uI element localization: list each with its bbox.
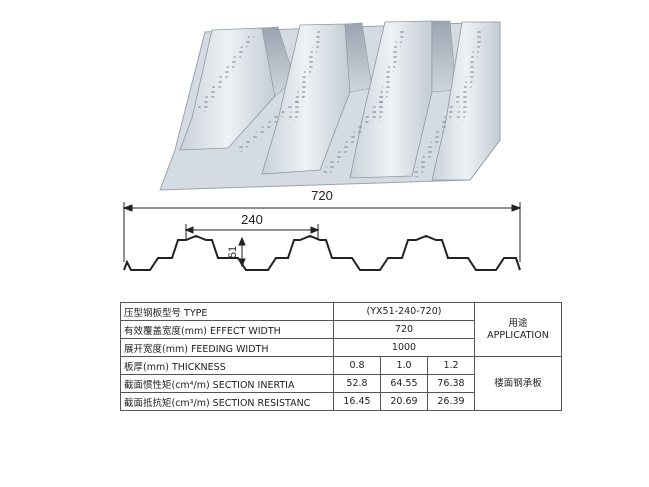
inertia-value: 52.8 (333, 374, 381, 393)
pitch-dimension-label: 240 (241, 212, 263, 227)
type-label: 压型钢板型号 TYPE (120, 302, 334, 321)
resistance-label: 截面抵抗矩(cm³/m) SECTION RESISTANC (120, 392, 334, 411)
feeding-width-value: 1000 (333, 338, 475, 357)
effect-width-value: 720 (333, 320, 475, 339)
pitch-dimension (184, 224, 320, 240)
application-header-zh: 用途 (508, 317, 528, 329)
thickness-label: 板厚(mm) THICKNESS (120, 356, 334, 375)
application-value: 楼面钢承板 (474, 356, 562, 411)
height-dimension-label: 51 (227, 246, 239, 258)
deck-rib-1 (179, 26, 296, 151)
resistance-value: 26.39 (427, 392, 475, 411)
resistance-value: 20.69 (380, 392, 428, 411)
resistance-value: 16.45 (333, 392, 381, 411)
width-dimension (122, 202, 522, 262)
table-row: 截面惯性矩(cm⁴/m) SECTION INERTIA 52.8 64.55 … (120, 374, 562, 393)
inertia-value: 64.55 (380, 374, 428, 393)
width-dimension-label: 720 (311, 188, 333, 203)
deck-illustration: 720 240 51 (122, 20, 522, 271)
table-row: 板厚(mm) THICKNESS 0.8 1.0 1.2 楼面钢承板 (120, 356, 562, 411)
thickness-value: 1.0 (380, 356, 428, 375)
type-value: (YX51-240-720) (333, 302, 475, 321)
effect-width-label: 有效覆盖宽度(mm) EFFECT WIDTH (120, 320, 334, 339)
table-row: 截面抵抗矩(cm³/m) SECTION RESISTANC 16.45 20.… (120, 392, 562, 411)
table-row: 有效覆盖宽度(mm) EFFECT WIDTH 720 (120, 320, 562, 339)
application-header-en: APPLICATION (487, 329, 549, 341)
deck-cross-section (123, 234, 521, 271)
feeding-width-label: 展开宽度(mm) FEEDING WIDTH (120, 338, 334, 357)
table-row: 展开宽度(mm) FEEDING WIDTH 1000 (120, 338, 562, 357)
inertia-label: 截面惯性矩(cm⁴/m) SECTION INERTIA (120, 374, 334, 393)
steel-deck-3d (159, 20, 501, 191)
thickness-value: 1.2 (427, 356, 475, 375)
inertia-value: 76.38 (427, 374, 475, 393)
thickness-value: 0.8 (333, 356, 381, 375)
